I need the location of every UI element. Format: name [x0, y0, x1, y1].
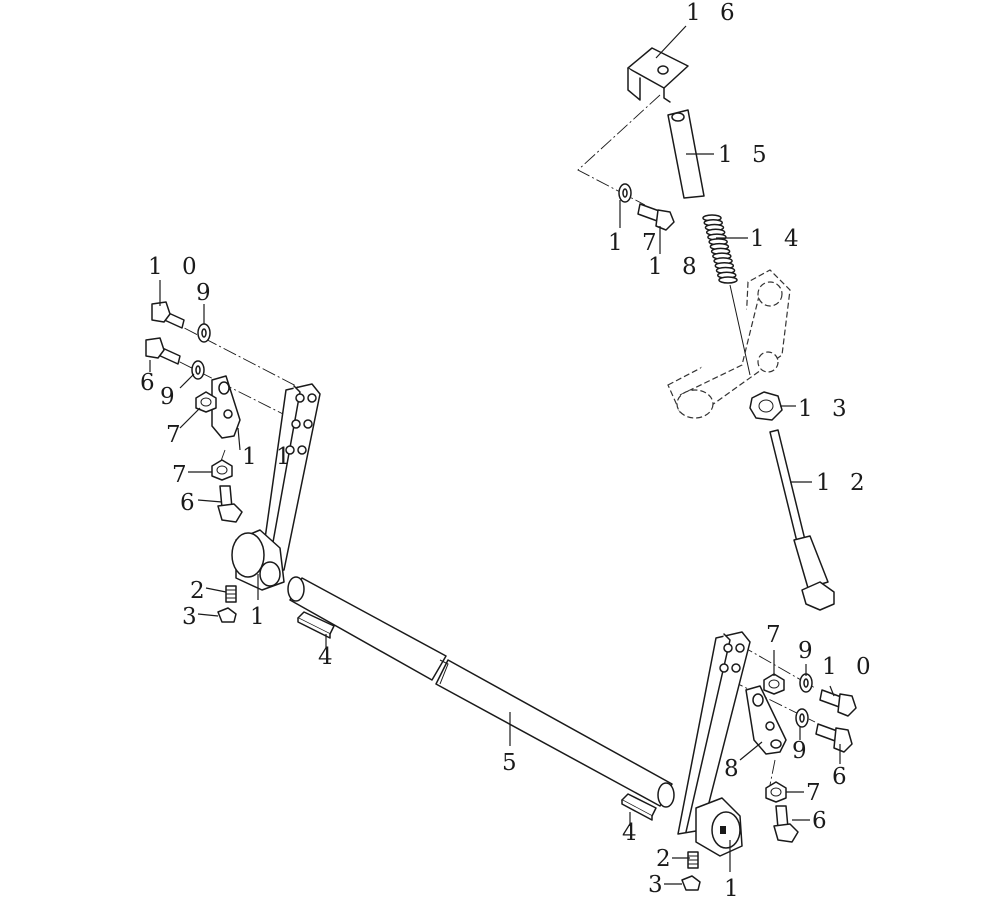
- label-17: 1 7: [608, 230, 663, 256]
- label-6-right-top: 6: [832, 764, 853, 790]
- label-3-right: 3: [648, 872, 669, 898]
- right-setscrew-2: [687, 851, 699, 869]
- right-nut-3: [681, 875, 701, 891]
- label-2-left: 2: [190, 578, 211, 604]
- part-17-washer: [618, 183, 632, 203]
- label-6-left-bottom: 6: [180, 490, 201, 516]
- label-15: 1 5: [718, 142, 773, 168]
- left-nut-3: [217, 607, 237, 623]
- label-8: 8: [724, 756, 745, 782]
- part-16-bracket: [627, 47, 689, 103]
- label-7-left-bottom: 7: [172, 462, 193, 488]
- label-1-left: 1: [250, 604, 271, 630]
- right-bolt-10: [819, 689, 857, 717]
- label-5: 5: [502, 750, 523, 776]
- part-13-nut: [749, 391, 783, 421]
- label-1-right: 1: [724, 876, 745, 902]
- label-9-right-bottom: 9: [792, 738, 813, 764]
- part-12-rod: [769, 429, 835, 611]
- left-bolt-6b: [217, 485, 243, 523]
- left-setscrew-2: [225, 585, 237, 603]
- part-18-bolt: [637, 203, 675, 231]
- label-9-right-top: 9: [798, 638, 819, 664]
- label-7-left-top: 7: [166, 422, 187, 448]
- right-nut-7c: [763, 673, 785, 695]
- right-bolt-6d: [773, 805, 799, 843]
- right-bolt-6c: [815, 723, 853, 753]
- label-12: 1 2: [816, 470, 871, 496]
- label-6-right-bottom: 6: [812, 808, 833, 834]
- label-4-right: 4: [622, 820, 643, 846]
- right-key-4: [621, 793, 657, 821]
- spring-coil: [718, 276, 738, 284]
- left-nut-7a: [195, 391, 217, 413]
- part-11-bracket: [211, 375, 241, 439]
- label-11: 1 1: [242, 444, 297, 470]
- left-washer-9a: [197, 323, 211, 343]
- label-9-left-top: 9: [196, 280, 217, 306]
- label-6-left-top: 6: [140, 370, 161, 396]
- label-14: 1 4: [750, 226, 805, 252]
- left-bolt-10: [151, 301, 185, 329]
- label-18: 1 8: [648, 254, 703, 280]
- label-4-left: 4: [318, 644, 339, 670]
- part-14-spring: [702, 214, 738, 284]
- left-lever-arm: [231, 383, 321, 591]
- left-bolt-6a: [145, 337, 181, 365]
- label-13: 1 3: [798, 396, 853, 422]
- right-washer-9c: [799, 673, 813, 693]
- part-labels: 1 6 1 5 1 4 1 7 1 8 1 3 1 2 1 0 9 6 9 7 …: [140, 0, 877, 902]
- label-9-left-bottom: 9: [160, 384, 181, 410]
- left-nut-7b: [211, 459, 233, 481]
- label-7-right-top: 7: [766, 622, 787, 648]
- part-8-bracket: [745, 685, 787, 755]
- right-nut-7d: [765, 781, 787, 803]
- label-3-left: 3: [182, 604, 203, 630]
- leader-lines: [149, 25, 841, 885]
- label-2-right: 2: [656, 846, 677, 872]
- label-16: 1 6: [686, 0, 741, 26]
- left-key-4: [297, 611, 335, 639]
- hidden-lever-assembly: [667, 269, 791, 419]
- right-lever-arm: [677, 631, 751, 857]
- label-10-left: 1 0: [148, 254, 203, 280]
- right-washer-9d: [795, 708, 809, 728]
- part-5-shaft: [287, 576, 675, 808]
- label-7-right-bottom: 7: [806, 780, 827, 806]
- left-washer-9b: [191, 360, 205, 380]
- label-10-right: 1 0: [822, 654, 877, 680]
